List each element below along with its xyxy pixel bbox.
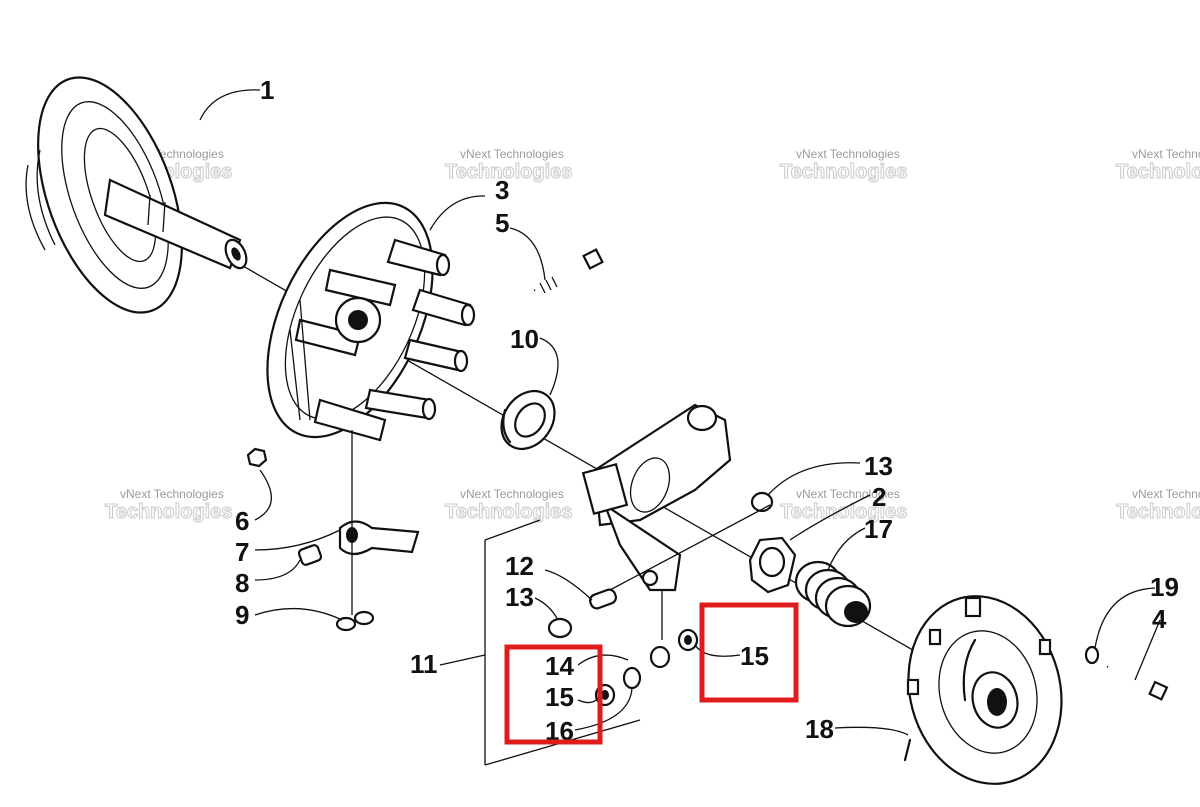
callout-3: 3 (495, 175, 509, 205)
callout-11: 11 (410, 649, 438, 679)
spring-part-17 (794, 560, 872, 628)
watermark-text: vNext Technologies (1132, 147, 1200, 161)
highlight-boxes (504, 602, 799, 745)
watermark-text: vNext Technologies (796, 147, 900, 161)
callout-9: 9 (235, 600, 249, 630)
callout-19: 19 (1150, 572, 1179, 602)
bolt-parts-19-4 (1084, 645, 1169, 701)
callout-5: 5 (495, 208, 509, 238)
callout-15: 15 (545, 682, 574, 712)
watermark-text: vNext Technologies (460, 487, 564, 501)
small-parts-6-9 (246, 430, 420, 632)
callout-10: 10 (510, 324, 539, 354)
callout-1: 1 (260, 75, 274, 105)
watermark-text: Technologies (445, 501, 572, 523)
callout-4: 4 (1152, 604, 1167, 634)
arm-part-11 (581, 403, 732, 592)
callout-14: 14 (545, 651, 574, 681)
nut-part-2 (748, 536, 797, 594)
callout-6: 6 (235, 506, 249, 536)
watermark-text: Technologies (780, 501, 907, 523)
watermark-text: Technologies (105, 501, 232, 523)
cover-part-18 (903, 595, 1063, 785)
highlight-box-left (504, 644, 603, 745)
callout-2: 2 (872, 482, 886, 512)
callout-12: 12 (505, 551, 534, 581)
watermark-text: vNext Technologies (120, 487, 224, 501)
callout-15-right: 15 (740, 641, 769, 671)
callout-labels: 1 3 5 10 6 7 8 9 11 12 13 14 15 16 15 13… (235, 75, 1179, 746)
watermark-text: Technologies (445, 161, 572, 183)
watermarks: vNext Technologies Technologies vNext Te… (105, 147, 1200, 524)
callout-18: 18 (805, 714, 834, 744)
watermark-text: Technologies (780, 161, 907, 183)
leader-lines (199, 89, 1161, 766)
bolt-part-5 (533, 248, 604, 294)
watermark-text: Technologies (1116, 501, 1200, 523)
ring-part-10 (500, 390, 556, 450)
fixed-sheave-part (25, 76, 248, 314)
movable-sheave-part (266, 201, 476, 442)
callout-13-right: 13 (864, 451, 893, 481)
watermark-text: vNext Technologies (1132, 487, 1200, 501)
callout-13: 13 (505, 582, 534, 612)
watermark-text: vNext Technologies (460, 147, 564, 161)
highlight-box-right (699, 602, 799, 703)
callout-8: 8 (235, 568, 249, 598)
callout-17: 17 (864, 514, 893, 544)
callout-7: 7 (235, 537, 249, 567)
watermark-text: vNext Technologies (796, 487, 900, 501)
pin-parts-12-16 (547, 491, 774, 707)
watermark-text: Technologies (1116, 161, 1200, 183)
